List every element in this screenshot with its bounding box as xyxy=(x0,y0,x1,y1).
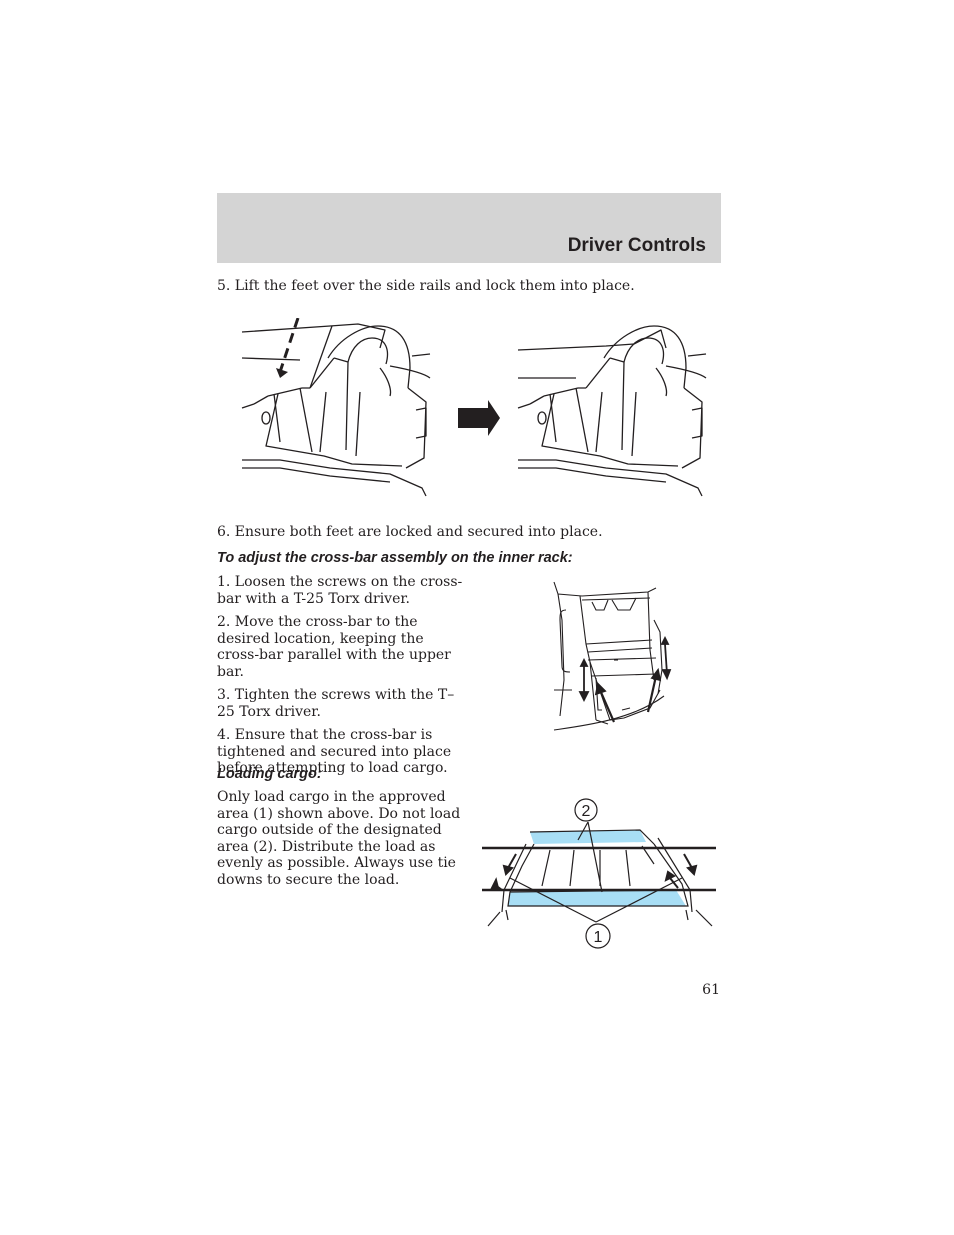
tie-down-arrow-icon xyxy=(490,877,503,891)
tie-down-arrow-icon xyxy=(502,853,517,876)
step-6-text: 6. Ensure both feet are locked and secur… xyxy=(217,524,603,540)
crossbar-step-4: 4. Ensure that the cross-bar is tightene… xyxy=(217,727,452,776)
up-down-arrow-icon xyxy=(660,635,672,681)
inner-rack-crossbar-illustration xyxy=(553,581,672,731)
callout-2-marker: 2 xyxy=(574,798,598,822)
step-5-text: 5. Lift the feet over the side rails and… xyxy=(217,278,635,294)
up-down-arrow-icon xyxy=(578,657,590,703)
callout-2-label: 2 xyxy=(582,803,591,820)
foot-after-image xyxy=(517,325,707,497)
callout-1-label: 1 xyxy=(594,929,603,946)
right-arrow-icon xyxy=(458,400,500,436)
approved-cargo-area xyxy=(508,830,686,906)
crossbar-heading: To adjust the cross-bar assembly on the … xyxy=(217,550,573,566)
crossbar-instructions: 1. Loosen the screws on the cross-bar wi… xyxy=(217,574,469,784)
down-arrow-icon xyxy=(276,318,300,378)
section-header-band: Driver Controls xyxy=(217,193,721,263)
loading-cargo-text: Only load cargo in the approved area (1)… xyxy=(217,789,461,888)
section-title: Driver Controls xyxy=(567,235,706,256)
loading-cargo-heading: Loading cargo: xyxy=(217,766,322,782)
pointer-arrow-icon xyxy=(646,675,658,713)
crossbar-step-1: 1. Loosen the screws on the cross-bar wi… xyxy=(217,574,463,607)
feet-lock-illustration xyxy=(241,318,707,497)
page-number: 61 xyxy=(702,982,720,998)
tie-down-arrow-icon xyxy=(683,853,698,876)
callout-1-marker: 1 xyxy=(585,923,611,949)
crossbar-step-2: 2. Move the cross-bar to the desired loc… xyxy=(217,614,451,680)
crossbar-step-3: 3. Tighten the screws with the T–25 Torx… xyxy=(217,687,455,720)
pointer-arrow-icon xyxy=(598,689,616,723)
callout-leader-lines xyxy=(509,821,683,923)
cargo-area-illustration: 2 1 xyxy=(482,798,716,949)
tie-down-arrow-icon xyxy=(664,870,679,889)
foot-before-image xyxy=(241,323,431,497)
